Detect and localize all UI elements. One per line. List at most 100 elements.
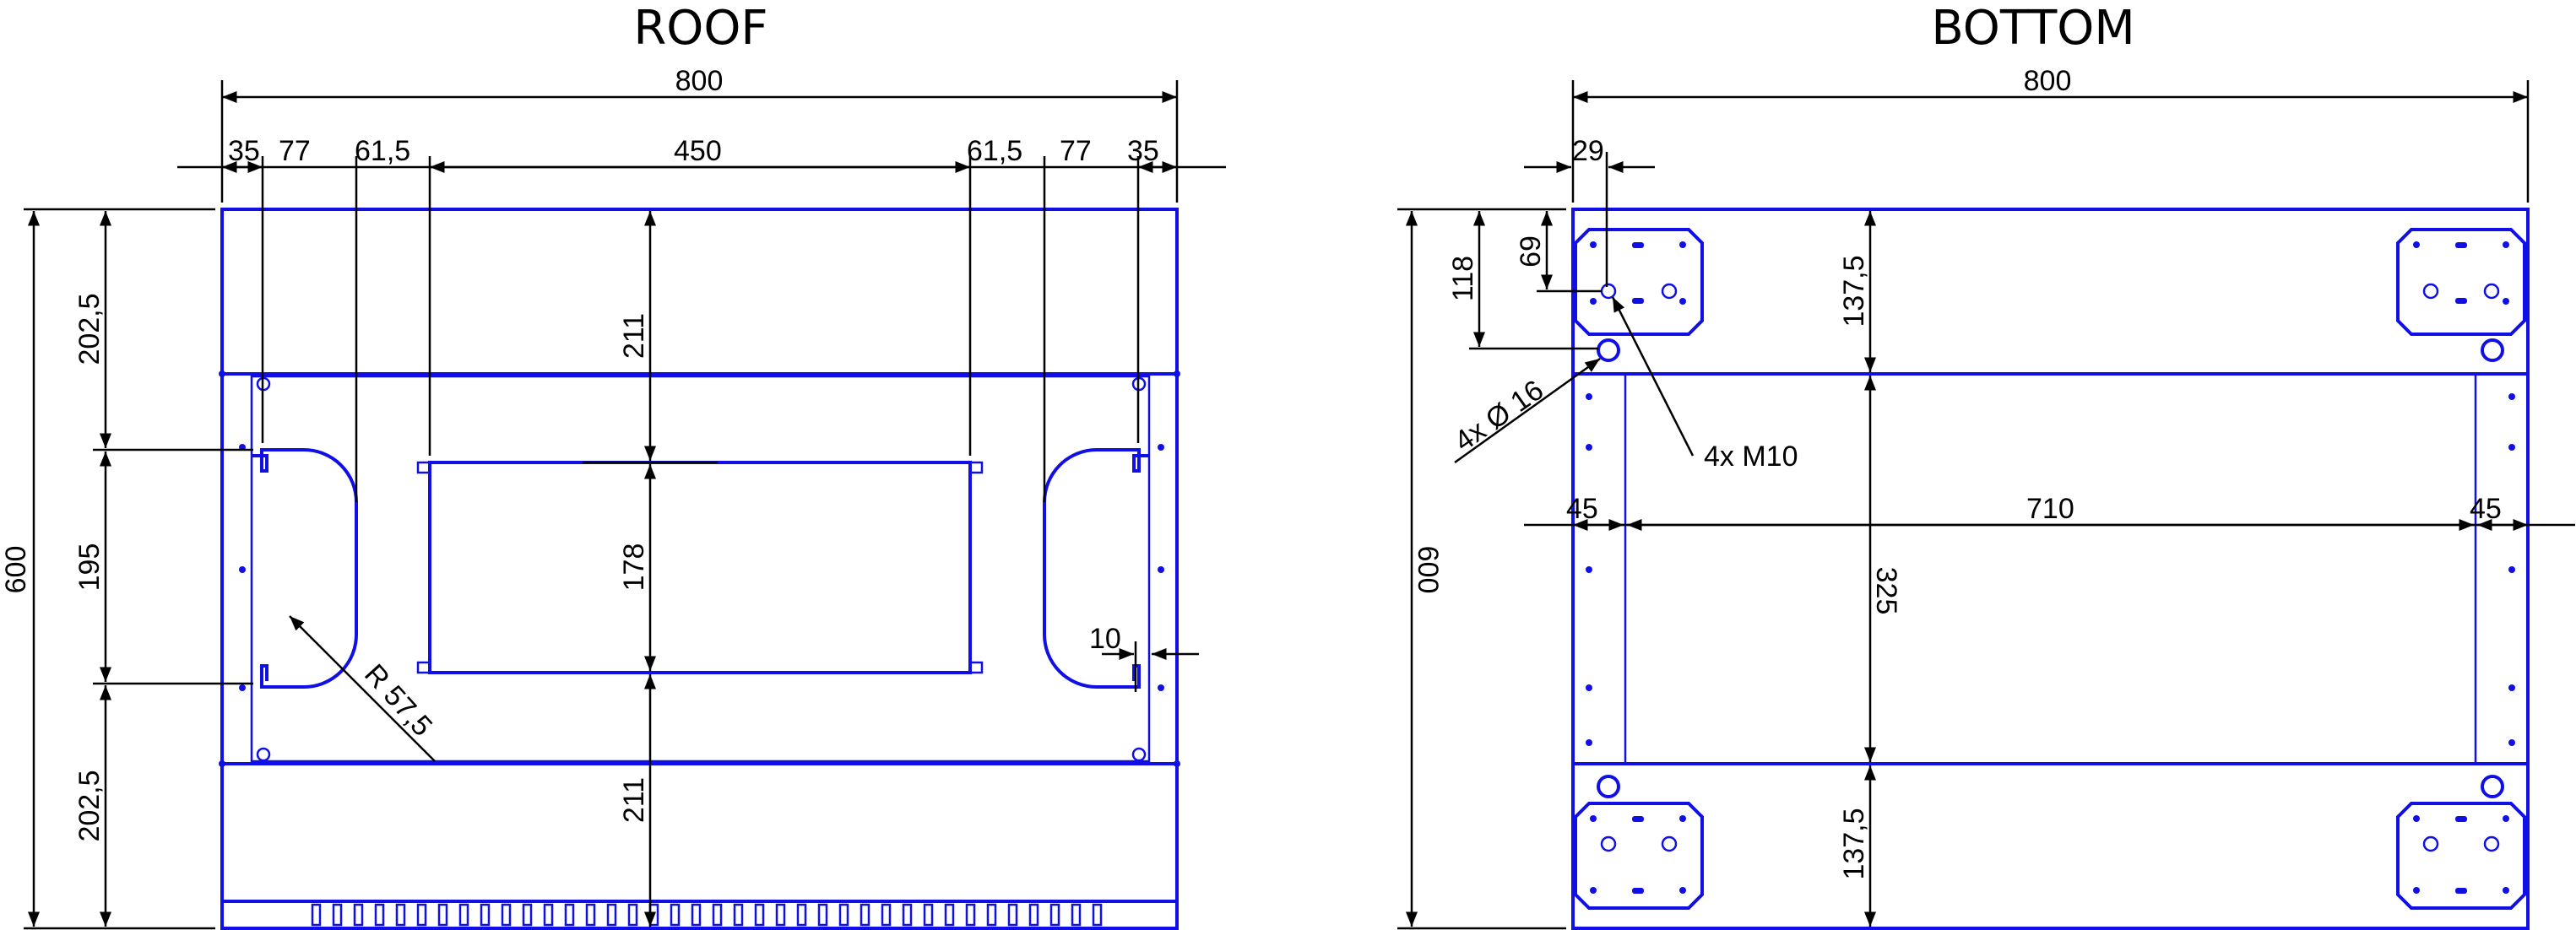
vent-slot	[733, 903, 744, 927]
bottom-corner-offset-dim: 29	[1572, 135, 1604, 167]
roof-dim-615-left: 61,5	[355, 135, 410, 167]
bottom-plate-slot	[2455, 298, 2467, 304]
vent-slot	[923, 903, 934, 927]
roof-center-dim-middle: 178	[618, 543, 650, 592]
roof-dim-lower: 202,5	[73, 770, 106, 841]
bottom-rail-dot	[1586, 739, 1592, 746]
vent-slot	[648, 903, 659, 927]
vent-slot	[437, 903, 448, 927]
bottom-mount-hole	[1597, 775, 1620, 798]
bottom-plate-hole	[2422, 283, 2439, 300]
bottom-plate-slot	[1632, 242, 1644, 248]
bottom-rail-dot	[2508, 684, 2515, 691]
bottom-rail-dot	[2508, 444, 2515, 451]
vent-slot	[1071, 903, 1082, 927]
bottom-plate-dot	[1590, 241, 1597, 248]
bottom-plate-slot	[1632, 298, 1644, 304]
vent-slot	[838, 903, 849, 927]
bottom-plate-dot	[2503, 298, 2509, 305]
vent-slot	[416, 903, 427, 927]
vent-slot	[606, 903, 617, 927]
vent-slot	[1092, 903, 1103, 927]
roof-dim-middle: 195	[73, 543, 106, 592]
roof-dot	[1174, 370, 1180, 377]
vent-slot	[543, 903, 554, 927]
bottom-plate-dot	[2503, 241, 2509, 248]
bottom-mount-hole	[2481, 775, 2504, 798]
roof-offset-dim: 10	[1089, 623, 1121, 655]
bottom-plate-hole	[1600, 283, 1617, 300]
bottom-plate-hole	[2483, 835, 2500, 852]
roof-dim-35-left: 35	[228, 135, 260, 167]
bottom-mount-hole	[1597, 338, 1620, 362]
roof-dim-upper: 202,5	[73, 293, 106, 365]
roof-tab	[416, 461, 431, 474]
vent-slot	[564, 903, 575, 927]
bottom-width-dim: 800	[2024, 65, 2072, 97]
roof-dot	[239, 566, 246, 573]
vent-slot	[881, 903, 892, 927]
vent-slot	[1028, 903, 1039, 927]
roof-view	[219, 208, 1180, 930]
bottom-plate-slot	[2455, 242, 2467, 248]
bottom-rail-dot	[1586, 393, 1592, 400]
roof-height-dim: 600	[0, 546, 32, 594]
roof-outer-frame	[220, 208, 1179, 930]
vent-slot	[902, 903, 913, 927]
bottom-plate-hole	[1600, 835, 1617, 852]
bottom-rail-dot	[1586, 684, 1592, 691]
roof-title: ROOF	[633, 1, 767, 56]
bottom-rail-dot	[2508, 393, 2515, 400]
bottom-center-dim-lower: 137,5	[1838, 808, 1870, 879]
vent-slot	[691, 903, 702, 927]
vent-slot	[374, 903, 385, 927]
bottom-plate-dot	[2413, 815, 2420, 822]
roof-dot	[1174, 760, 1180, 767]
vent-slot	[712, 903, 723, 927]
bottom-corner-plate	[2396, 228, 2526, 336]
vent-slot	[501, 903, 512, 927]
vent-slot	[860, 903, 870, 927]
roof-left-cutout	[252, 448, 358, 689]
vent-slot	[817, 903, 828, 927]
bottom-plate-hole	[2483, 283, 2500, 300]
bottom-plate-dot	[1590, 887, 1597, 894]
bottom-rail-dot	[2508, 739, 2515, 746]
vent-slot	[522, 903, 533, 927]
vent-slot	[796, 903, 807, 927]
vent-slot	[775, 903, 786, 927]
roof-dot	[1158, 684, 1164, 691]
bottom-small-offset-dim: 69	[1515, 235, 1547, 268]
vent-slot	[395, 903, 406, 927]
bottom-plate-hole	[2422, 835, 2439, 852]
bottom-corner-plate	[1574, 802, 1704, 910]
vent-slot	[965, 903, 976, 927]
bottom-plate-slot	[1632, 816, 1644, 822]
roof-width-dim: 800	[675, 65, 724, 97]
vent-slot	[1007, 903, 1018, 927]
bottom-rail-dot	[1586, 444, 1592, 451]
roof-dot	[239, 684, 246, 691]
bottom-plate-dot	[2413, 241, 2420, 248]
bottom-corner-plate	[2396, 802, 2526, 910]
vent-slot	[670, 903, 681, 927]
bottom-mount-hole	[2481, 338, 2504, 362]
roof-tab	[416, 661, 431, 674]
bottom-plate-hole	[1661, 835, 1678, 852]
bottom-plate-hole	[1661, 283, 1678, 300]
bottom-rail-dot	[2508, 566, 2515, 573]
bottom-plate-dot	[2503, 815, 2509, 822]
bottom-plate-dot	[1679, 241, 1686, 248]
roof-center-opening	[428, 461, 972, 674]
bottom-center-dim-middle: 325	[1870, 567, 1902, 615]
bottom-title: BOTTOM	[1931, 1, 2134, 56]
roof-corner-hole	[1131, 747, 1147, 762]
bottom-span-left: 45	[1566, 493, 1598, 525]
roof-dot	[219, 760, 225, 767]
roof-center-dim-upper: 211	[618, 313, 650, 359]
vent-slot	[311, 903, 322, 927]
bottom-plate-dot	[2413, 887, 2420, 894]
vent-slot	[1049, 903, 1060, 927]
bottom-span-middle: 710	[2026, 493, 2074, 525]
roof-corner-hole	[256, 747, 271, 762]
